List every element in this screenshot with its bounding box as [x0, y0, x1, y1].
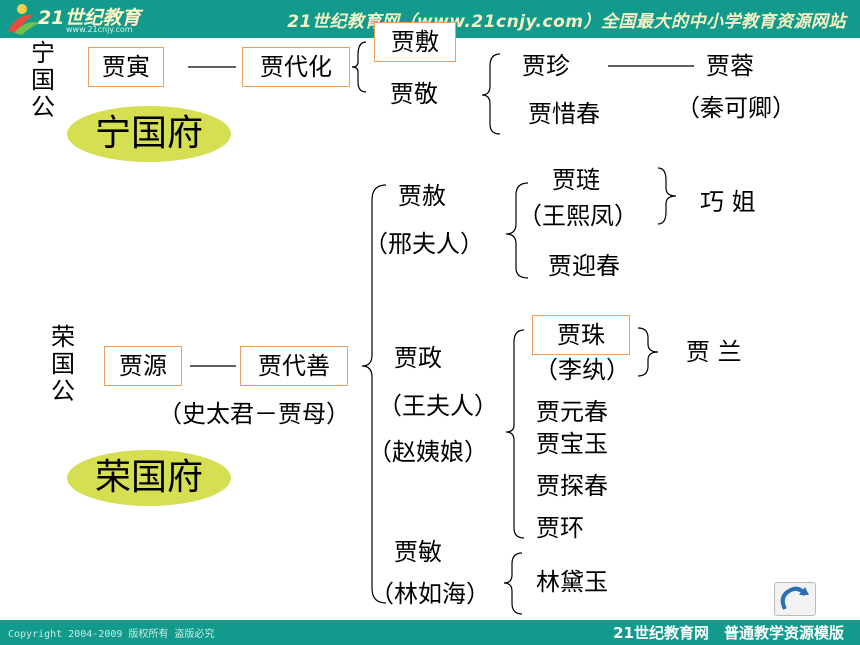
return-arrow-icon: [780, 586, 809, 610]
node-jia-min: 贾敏: [394, 538, 442, 566]
node-jia-tanchun: 贾探春: [536, 472, 608, 500]
rongguo-duke-title: 荣国公: [51, 323, 75, 405]
node-zhao-yiniang: （赵姨娘）: [368, 438, 488, 466]
node-jia-yuan: 贾源: [104, 346, 182, 386]
node-jia-xichun: 贾惜春: [528, 100, 600, 128]
node-jia-zhen: 贾珍: [522, 52, 570, 80]
node-jia-zheng: 贾政: [394, 344, 442, 372]
ningguo-mansion-label: 宁国府: [67, 106, 231, 162]
node-jia-baoyu: 贾宝玉: [536, 430, 608, 458]
node-jia-she: 贾赦: [398, 182, 446, 210]
header-slogan: 21世纪教育网（www.21cnjy.com）全国最大的中小学教育资源网站: [287, 12, 846, 32]
node-qin-keqing: （秦可卿）: [676, 94, 796, 122]
node-jia-yingchun: 贾迎春: [548, 252, 620, 280]
node-xing-furen: （邢夫人）: [364, 230, 484, 258]
node-qiao-jie: 巧 姐: [700, 188, 756, 216]
return-nav-button[interactable]: [774, 582, 816, 616]
node-jia-yuanchun: 贾元春: [536, 398, 608, 426]
node-wang-furen: （王夫人）: [378, 392, 498, 420]
node-jia-huan: 贾环: [536, 514, 584, 542]
footer-template-label: 21世纪教育网 普通教学资源模版: [613, 624, 844, 642]
logo-figure-icon: [8, 4, 40, 35]
node-jia-daihua: 贾代化: [242, 47, 350, 87]
site-logo[interactable]: 21世纪教育 www.21cnjy.com: [4, 1, 184, 37]
ningguo-duke-title: 宁国公: [31, 39, 55, 121]
node-jia-fu: 贾敷: [374, 22, 456, 62]
rongguo-mansion-label: 荣国府: [67, 450, 231, 506]
node-jia-yin: 贾寅: [88, 47, 164, 87]
footer-bar: Copyright 2004-2009 版权所有 盗版必究 21世纪教育网 普通…: [0, 620, 860, 645]
node-jia-rong: 贾蓉: [706, 52, 754, 80]
footer-copyright: Copyright 2004-2009 版权所有 盗版必究: [8, 629, 215, 640]
node-lin-daiyu: 林黛玉: [536, 568, 608, 596]
logo-brand-text: 21世纪教育: [38, 7, 141, 29]
node-jia-jing: 贾敬: [390, 80, 438, 108]
node-jia-lian: 贾琏: [552, 166, 600, 194]
node-jia-zhu: 贾珠: [532, 315, 630, 355]
node-shi-taijun: （史太君－贾母）: [158, 400, 350, 428]
logo-url-text: www.21cnjy.com: [66, 25, 133, 34]
node-lin-ruhai: （林如海）: [370, 580, 490, 608]
node-jia-lan: 贾 兰: [686, 338, 742, 366]
node-wang-xifeng: （王熙凤）: [518, 202, 638, 230]
node-jia-daishan: 贾代善: [240, 346, 348, 386]
node-li-wan: （李纨）: [534, 356, 630, 384]
